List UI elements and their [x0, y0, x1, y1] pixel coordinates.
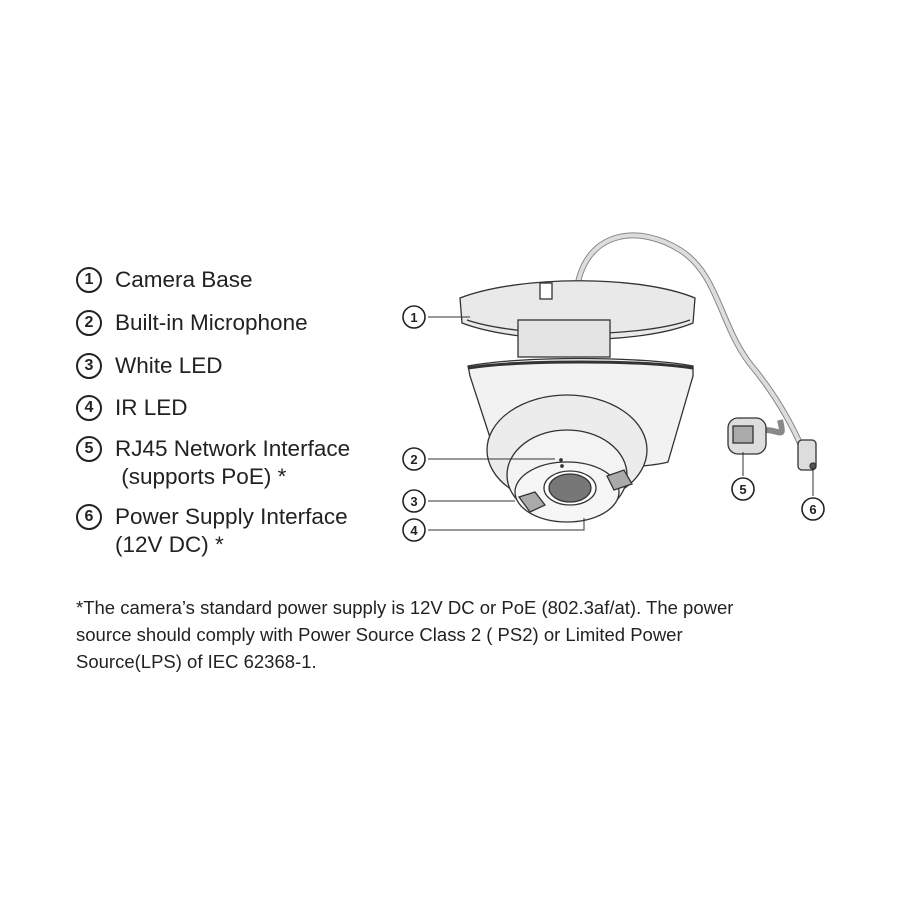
callout-4: 4 [402, 518, 426, 542]
callout-5: 5 [731, 477, 755, 501]
legend-label: Camera Base [115, 267, 253, 292]
power-jack [797, 439, 817, 471]
legend-item-white-led: 3 White LED [76, 352, 223, 380]
callout-markers: 1 2 3 4 5 6 [402, 305, 825, 542]
legend-label-2: (supports PoE) * [115, 464, 287, 489]
legend-label-2: (12V DC) * [115, 532, 224, 557]
legend-item-microphone: 2 Built-in Microphone [76, 309, 308, 337]
legend-label: White LED [115, 353, 223, 378]
legend-item-camera-base: 1 Camera Base [76, 266, 253, 294]
camera-dome [467, 357, 694, 523]
camera-base [459, 280, 696, 358]
number-badge: 6 [76, 504, 102, 530]
footnote: *The camera’s standard power supply is 1… [76, 594, 836, 675]
legend-label: IR LED [115, 395, 188, 420]
callout-2: 2 [402, 447, 426, 471]
number-badge: 1 [76, 267, 102, 293]
number-badge: 4 [76, 395, 102, 421]
legend-label: Power Supply Interface [115, 504, 348, 529]
svg-text:5: 5 [739, 482, 746, 497]
callout-3: 3 [402, 489, 426, 513]
number-badge: 5 [76, 436, 102, 462]
legend-item-rj45: 5 RJ45 Network Interface (supports PoE) … [76, 435, 350, 491]
white-led [517, 491, 547, 513]
footnote-line: *The camera’s standard power supply is 1… [76, 597, 734, 618]
legend-item-power: 6 Power Supply Interface (12V DC) * [76, 503, 348, 559]
legend-label: Built-in Microphone [115, 310, 308, 335]
ir-led [606, 469, 633, 491]
callout-1: 1 [402, 305, 426, 329]
number-badge: 3 [76, 353, 102, 379]
svg-text:3: 3 [410, 494, 417, 509]
svg-text:6: 6 [809, 502, 816, 517]
legend-label: RJ45 Network Interface [115, 436, 351, 461]
svg-text:2: 2 [410, 452, 417, 467]
callout-6: 6 [801, 497, 825, 521]
footnote-line: source should comply with Power Source C… [76, 624, 683, 645]
legend-item-ir-led: 4 IR LED [76, 394, 188, 422]
svg-text:1: 1 [410, 310, 417, 325]
footnote-line: Source(LPS) of IEC 62368-1. [76, 651, 317, 672]
number-badge: 2 [76, 310, 102, 336]
rj45-connector [727, 417, 767, 455]
svg-text:4: 4 [410, 523, 418, 538]
